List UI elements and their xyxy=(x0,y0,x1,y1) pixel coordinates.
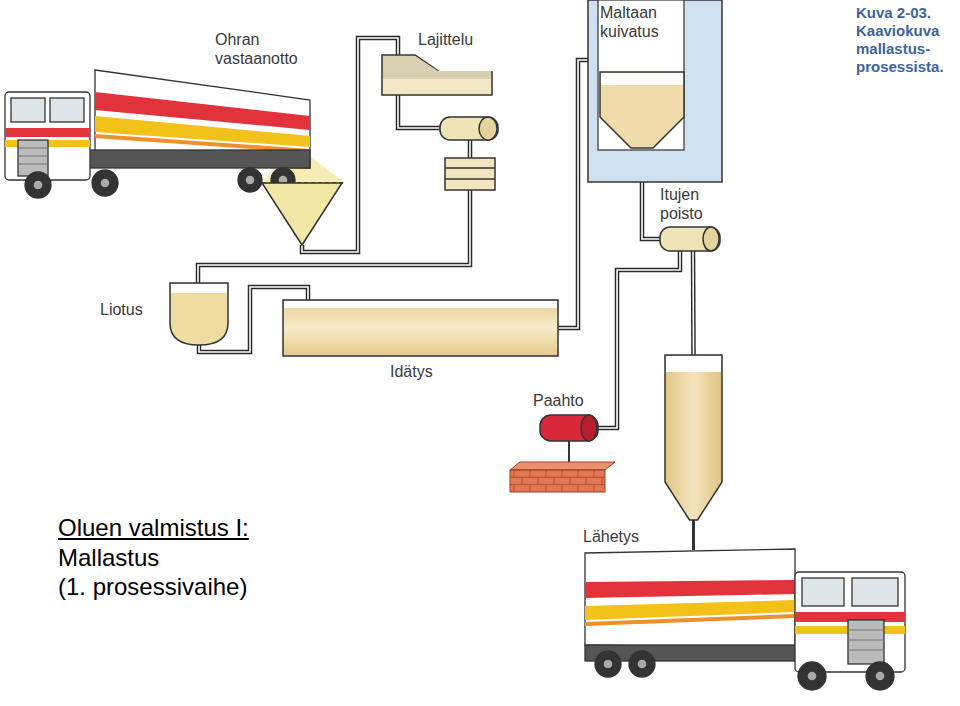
silo-shape xyxy=(665,355,722,520)
node-label: Ohran vastaanotto xyxy=(215,30,335,68)
node-label: Paahto xyxy=(533,391,613,410)
slide-subtitle: (1. prosessivaihe) xyxy=(58,572,247,601)
kiln-tower xyxy=(588,0,722,182)
degerming-drum-shape xyxy=(660,227,720,251)
node-label: Idätys xyxy=(390,362,480,381)
slide-title: Oluen valmistus I: xyxy=(58,513,249,542)
slide-subtitle: Mallastus xyxy=(58,543,159,572)
sorting-unit-shape xyxy=(382,55,492,95)
node-label: Lähetys xyxy=(583,527,663,546)
germination-bed-shape xyxy=(283,300,558,356)
node-label: Liotus xyxy=(100,300,162,319)
germination-bed: Idätys xyxy=(283,300,558,356)
pipe-stroke xyxy=(692,251,694,355)
node-label: Lajittelu xyxy=(418,30,508,49)
steeping-tank-shape xyxy=(170,283,228,345)
roasting-drum-shape xyxy=(540,415,598,441)
degerming-drum: Itujen poisto xyxy=(660,227,720,251)
silo: Lähetys xyxy=(665,355,722,520)
kiln-shape xyxy=(600,72,684,148)
brick-pile xyxy=(510,441,615,492)
hopper: Ohran vastaanotto xyxy=(262,183,342,245)
cleaning-equipment xyxy=(440,117,498,190)
pipe-stroke xyxy=(691,251,696,355)
figure-caption: Kuva 2-03. Kaaviokuva mallastus-prosessi… xyxy=(856,4,954,76)
pipe-connector xyxy=(693,251,695,355)
steeping-tank: Liotus xyxy=(170,283,228,345)
kiln: Maltaan kuivatus xyxy=(600,72,684,148)
sorting-unit: Lajittelu xyxy=(382,55,492,95)
truck-dispatch xyxy=(585,549,905,690)
truck-receiving xyxy=(5,70,345,198)
loading-pipe xyxy=(692,520,695,550)
node-label: Itujen poisto xyxy=(660,185,722,223)
roasting-drum: Paahto xyxy=(540,415,598,441)
node-label: Maltaan kuivatus xyxy=(600,3,684,41)
hopper-shape xyxy=(262,183,342,245)
